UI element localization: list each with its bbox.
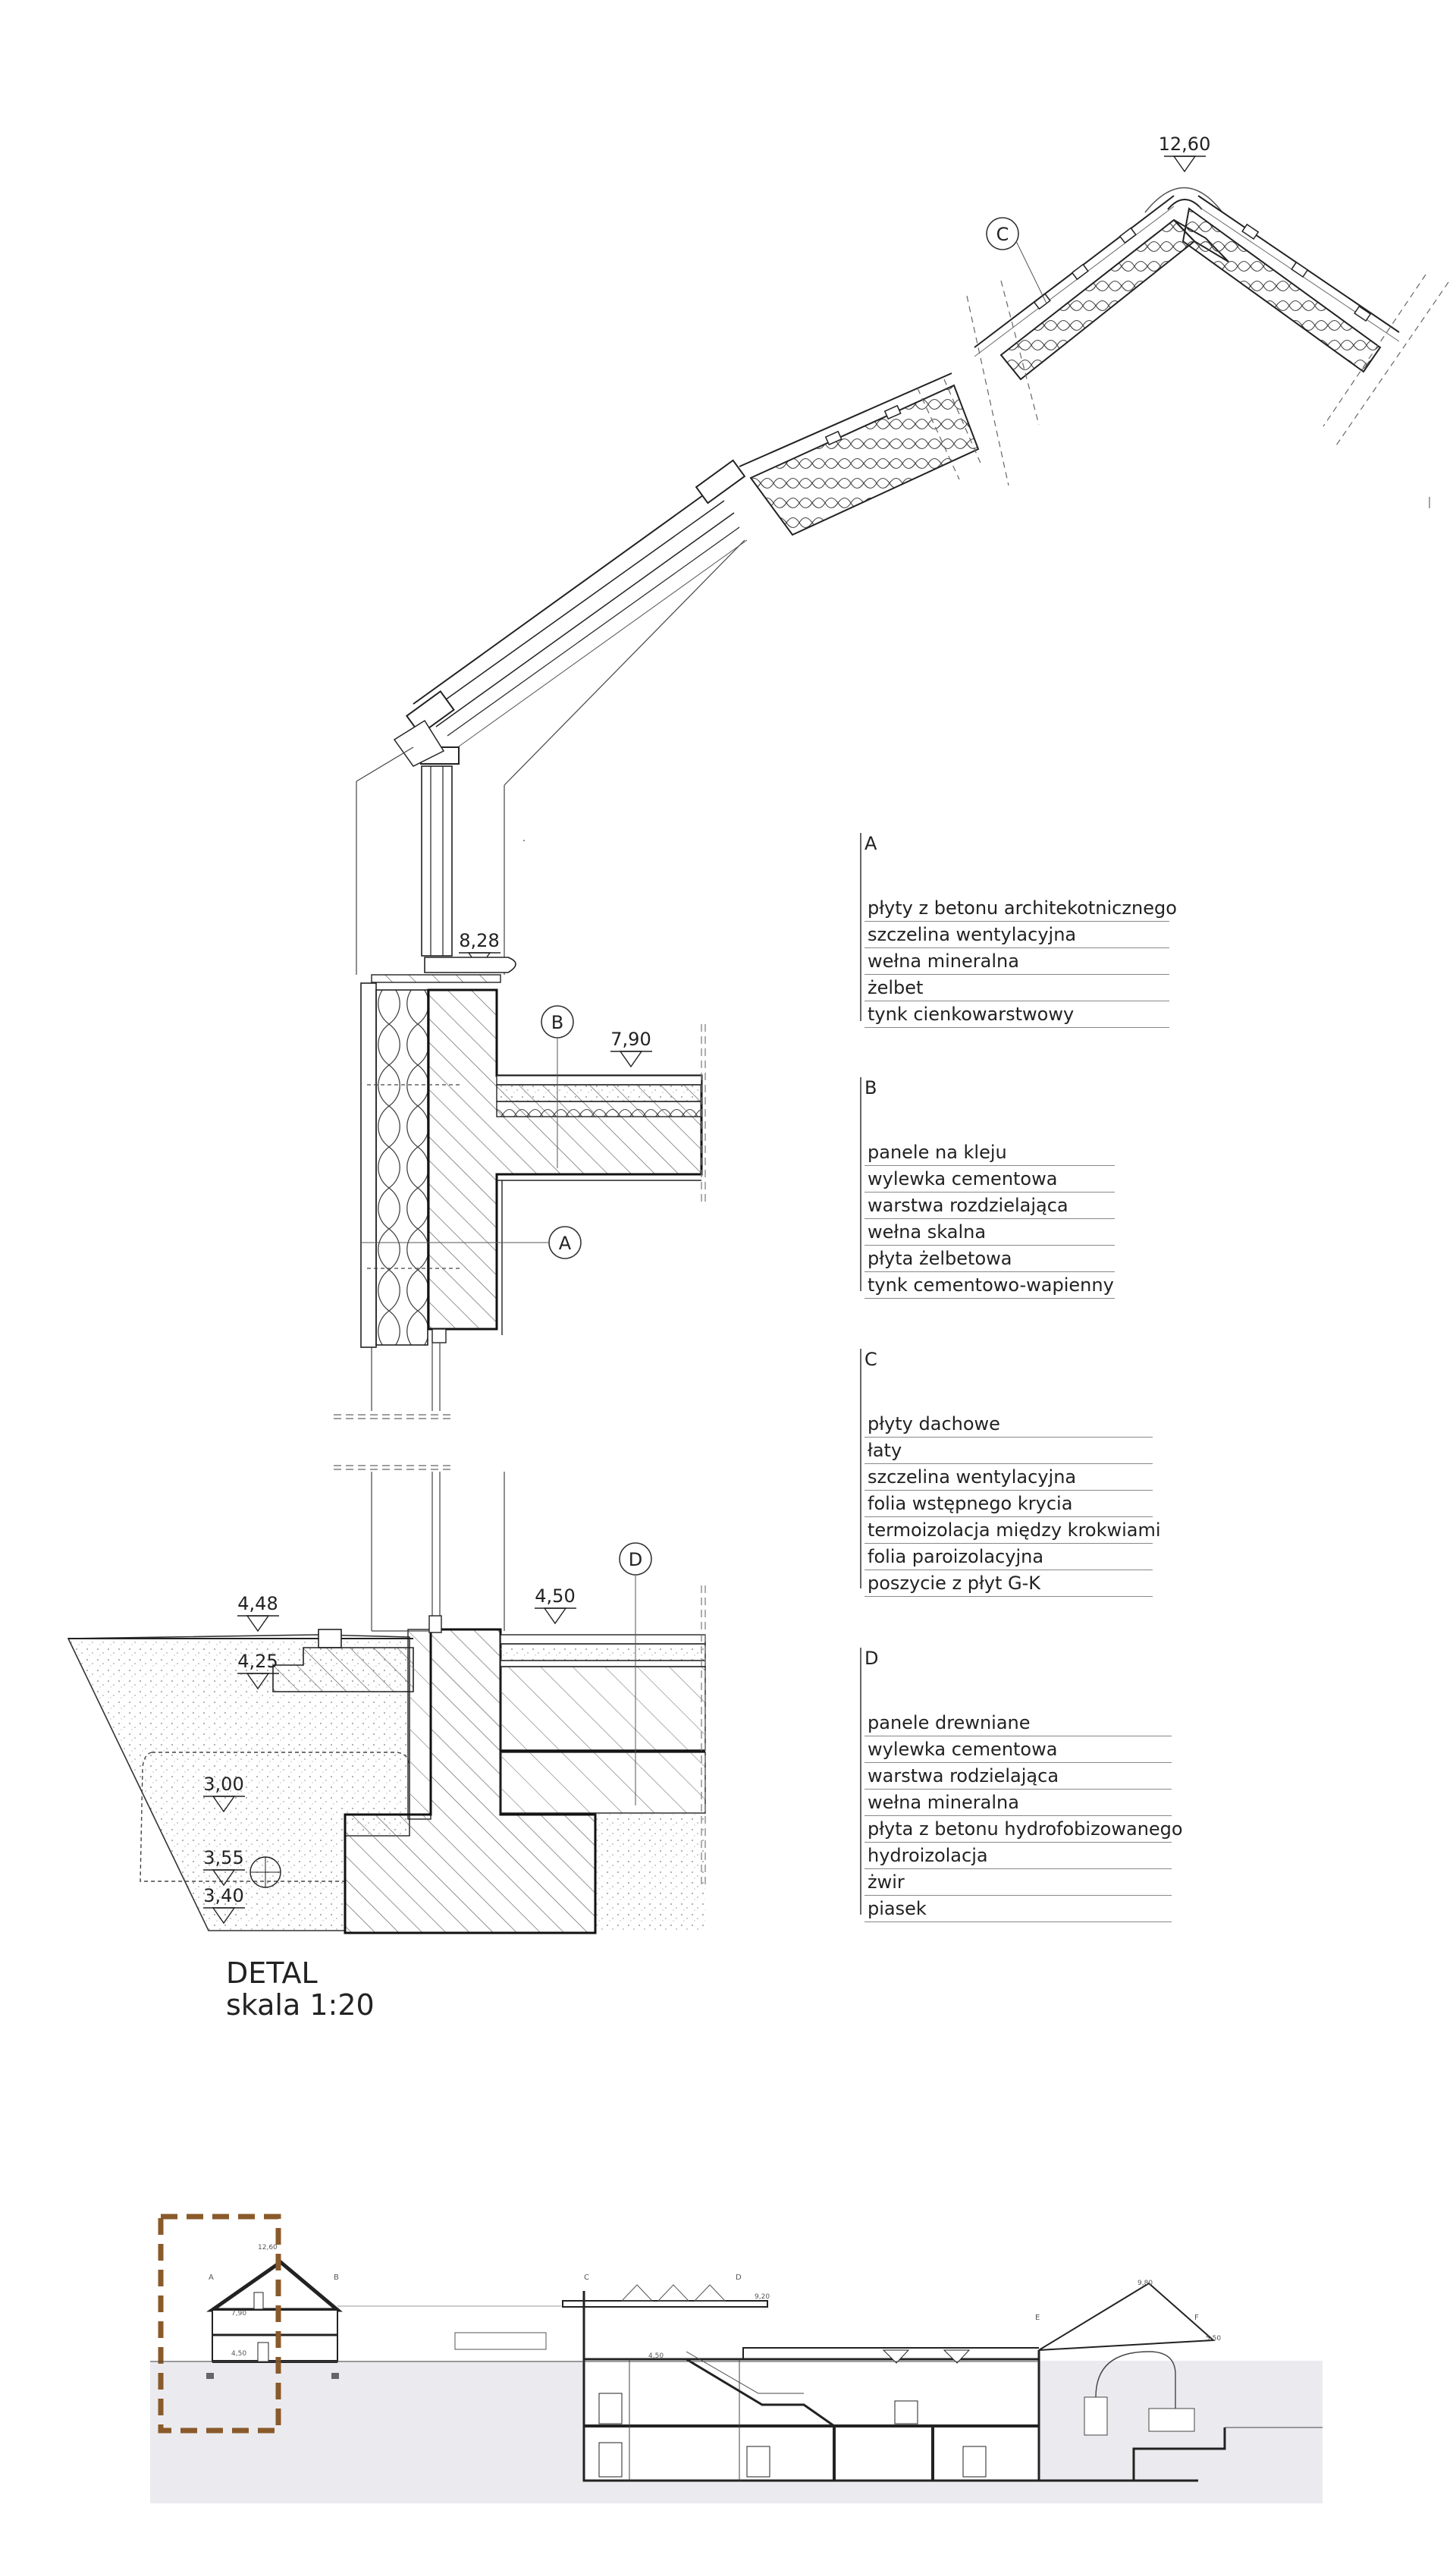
elevation-12-60: 12,60 — [1159, 134, 1211, 173]
legend-b-letter: B — [864, 1077, 877, 1098]
marker-d-label: D — [629, 1549, 642, 1570]
legend-c: C płyty dachowe łaty szczelina wentylacy… — [860, 1349, 1161, 1597]
legend-d-item: hydroizolacja — [864, 1843, 1172, 1869]
marker-c: C — [986, 217, 1047, 304]
elevation-3-40: 3,40 — [203, 1885, 245, 1925]
legend-b: B panele na kleju wylewka cementowa wars… — [860, 1077, 1115, 1299]
key-grid-b: B — [334, 2273, 339, 2282]
elevation-3-00-text: 3,00 — [203, 1774, 243, 1795]
key-grid-e: E — [1035, 2314, 1040, 2322]
elevation-12-60-text: 12,60 — [1159, 134, 1211, 155]
legend-c-item: folia wstępnego krycia — [864, 1491, 1153, 1517]
legend-d-item: piasek — [864, 1896, 1172, 1922]
legend-c-item: płyty dachowe — [864, 1411, 1153, 1438]
key-level-middle: 4,50 — [648, 2352, 664, 2360]
key-level-right-mid: 5,50 — [1206, 2335, 1221, 2343]
elevation-3-40-text: 3,40 — [203, 1885, 243, 1906]
elevation-4-25: 4,25 — [237, 1651, 279, 1690]
key-level-mid: 7,90 — [231, 2310, 246, 2317]
legend-a-item: tynk cienkowarstwowy — [864, 1001, 1169, 1028]
elevation-3-00: 3,00 — [203, 1774, 245, 1813]
legend-b-item: warstwa rozdzielająca — [864, 1193, 1115, 1219]
key-level-ground: 4,50 — [231, 2350, 246, 2358]
elevation-4-48-text: 4,48 — [237, 1593, 278, 1614]
elevation-4-48: 4,48 — [237, 1593, 279, 1632]
drawing-title: DETAL skala 1:20 — [226, 1957, 375, 2021]
legend-c-item: łaty — [864, 1438, 1153, 1464]
elevation-4-50: 4,50 — [535, 1585, 576, 1625]
legend-b-item: wełna skalna — [864, 1219, 1115, 1246]
legend-b-item: wylewka cementowa — [864, 1166, 1115, 1193]
elevation-8-28: 8,28 — [459, 930, 500, 969]
legend-d-item: wylewka cementowa — [864, 1736, 1172, 1763]
wall-section-lower — [67, 1465, 706, 1934]
legend-a-item: płyty z betonu architekotnicznego — [864, 895, 1177, 922]
legend-c-item: poszycie z płyt G-K — [864, 1570, 1153, 1597]
marker-a: A — [361, 1226, 582, 1259]
legend-d-item: panele drewniane — [864, 1710, 1172, 1736]
roof-right-insulation — [1181, 207, 1382, 373]
marker-b: B — [541, 1005, 574, 1168]
legend-a-letter: A — [864, 833, 877, 854]
legend-d-item: wełna mineralna — [864, 1790, 1172, 1816]
legend-c-item: termoizolacja między krokwiami — [864, 1517, 1161, 1544]
key-grid-f: F — [1194, 2314, 1199, 2322]
key-section: 12,60 7,90 4,50 A B 4,50 9 — [150, 2214, 1323, 2503]
legend-a: A płyty z betonu architekotnicznego szcz… — [860, 833, 1177, 1028]
marker-d: D — [619, 1542, 652, 1805]
legend-b-item: płyta żelbetowa — [864, 1246, 1115, 1272]
key-level-roof2: 9,20 — [755, 2293, 770, 2301]
elevation-3-55: 3,55 — [203, 1847, 245, 1887]
key-grid-a: A — [209, 2273, 214, 2282]
legend-a-item: wełna mineralna — [864, 948, 1169, 975]
legend-c-item: szczelina wentylacyjna — [864, 1464, 1153, 1491]
drawing-scale: skala 1:20 — [226, 1988, 375, 2022]
roof-window — [356, 459, 748, 975]
legend-d-item: żwir — [864, 1869, 1172, 1896]
legend-c-item: folia paroizolacyjna — [864, 1544, 1153, 1570]
legend-c-letter: C — [864, 1349, 877, 1370]
marker-b-label: B — [551, 1012, 563, 1033]
elevation-4-50-text: 4,50 — [535, 1585, 575, 1607]
key-level-right-top: 9,80 — [1138, 2280, 1153, 2287]
wall-section-upper — [334, 982, 706, 1419]
legend-d-letter: D — [864, 1648, 879, 1669]
drawing-title-line1: DETAL — [226, 1956, 318, 1990]
elevation-7-90: 7,90 — [610, 1029, 652, 1068]
marker-c-label: C — [996, 224, 1009, 245]
roof-slope-left — [739, 372, 983, 536]
elevation-7-90-text: 7,90 — [610, 1029, 651, 1050]
legend-d-item: płyta z betonu hydrofobizowanego — [864, 1816, 1183, 1843]
roof-ridge — [966, 187, 1449, 508]
key-level-top: 12,60 — [258, 2244, 278, 2251]
marker-a-label: A — [559, 1233, 572, 1254]
roof-left-insulation — [999, 218, 1196, 381]
legend-a-item: szczelina wentylacyjna — [864, 922, 1169, 948]
key-grid-d: D — [736, 2273, 742, 2282]
legend-d: D panele drewniane wylewka cementowa war… — [860, 1648, 1183, 1922]
legend-b-item: panele na kleju — [864, 1139, 1115, 1166]
elevation-8-28-text: 8,28 — [459, 930, 499, 951]
legend-a-item: żelbet — [864, 975, 1169, 1001]
window-frame-vertical — [421, 765, 453, 957]
legend-b-item: tynk cementowo-wapienny — [864, 1272, 1115, 1299]
legend-d-item: warstwa rodzielająca — [864, 1763, 1172, 1790]
key-grid-c: C — [584, 2273, 589, 2282]
elevation-3-55-text: 3,55 — [203, 1847, 243, 1868]
detail-highlight-box — [158, 2214, 281, 2434]
elevation-4-25-text: 4,25 — [237, 1651, 278, 1672]
